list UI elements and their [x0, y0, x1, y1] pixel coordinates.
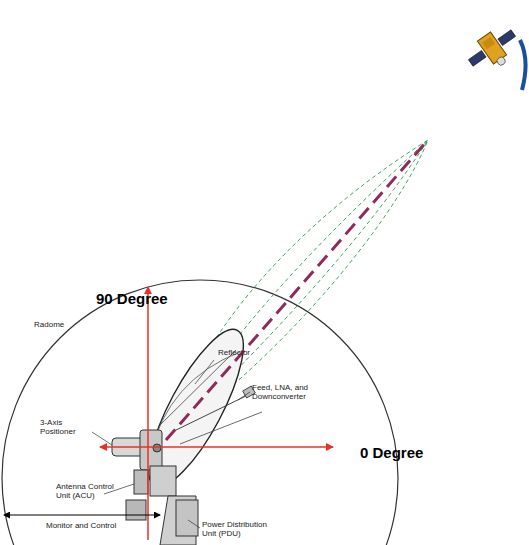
reflector-dish — [132, 318, 262, 498]
axis-label: 0 Degree — [360, 444, 423, 461]
leader-lines — [92, 360, 250, 528]
vertical-axis — [147, 287, 149, 540]
part-label: Radome — [34, 320, 84, 329]
radome-outline — [2, 280, 398, 545]
part-label: Feed, LNA, and Downconverter — [252, 383, 324, 401]
part-label: 3-Axis Positioner — [40, 418, 92, 436]
part-label: Antenna Control Unit (ACU) — [56, 482, 126, 500]
horizontal-axis — [125, 446, 333, 448]
signal-label: Monitor and Control — [46, 521, 146, 530]
part-label: Reflector — [218, 348, 268, 357]
satellite-icon — [463, 22, 525, 80]
control-arrow — [4, 515, 160, 516]
part-label: Power Distribution Unit (PDU) — [202, 520, 268, 538]
axis-label: 90 Degree — [96, 290, 168, 307]
